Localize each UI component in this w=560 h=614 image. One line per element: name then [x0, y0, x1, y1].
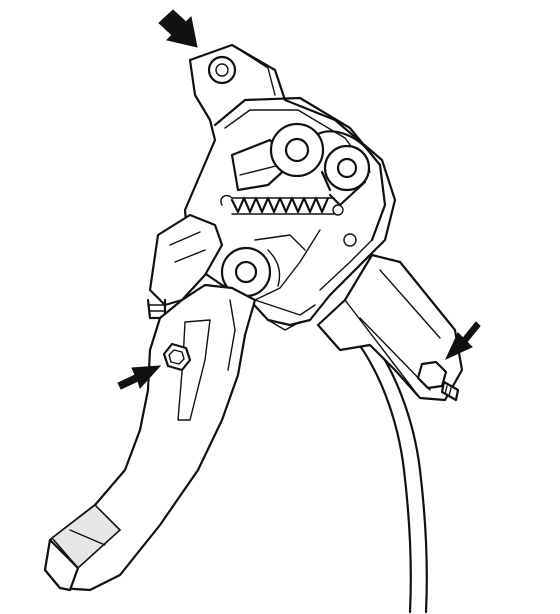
left-bracket: [146, 213, 224, 320]
upper-nut-arrow-icon: [158, 9, 198, 48]
right-mount-nut: [416, 360, 460, 402]
left-mount-nut: [162, 342, 192, 372]
brake-cable: [350, 330, 428, 614]
ratchet-mechanism: [220, 122, 371, 301]
left-nut-arrow-icon: [117, 365, 162, 390]
pedal-pad: [43, 503, 122, 592]
upper-mount-nut: [207, 55, 237, 85]
right-nut-arrow-icon: [444, 321, 481, 361]
return-spring: [220, 194, 344, 216]
